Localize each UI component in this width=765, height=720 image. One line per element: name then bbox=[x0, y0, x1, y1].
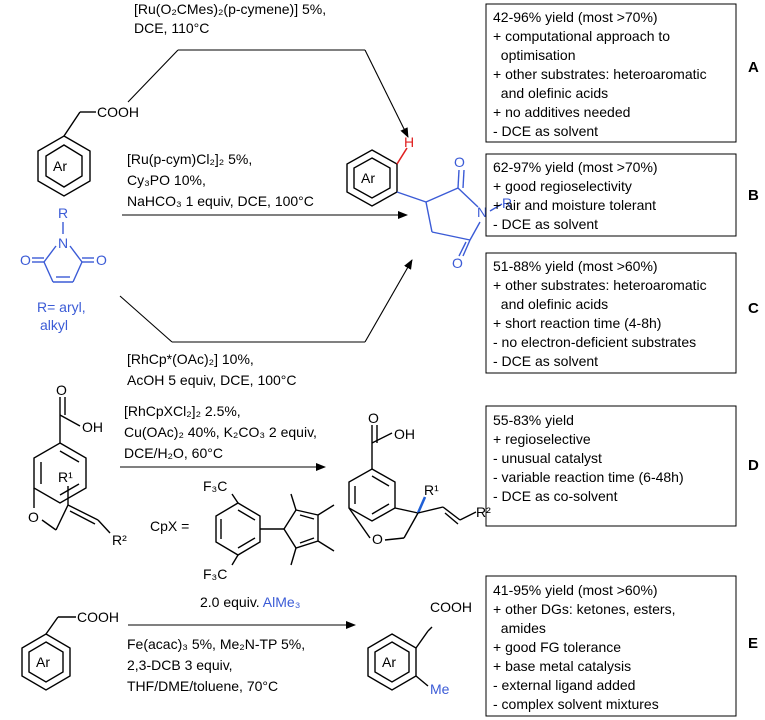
reagent-b-line3: NaHCO₃ 1 equiv, DCE, 100°C bbox=[127, 193, 314, 209]
box-c-line: + short reaction time (4-8h) bbox=[493, 315, 661, 331]
box-b-letter: B bbox=[748, 187, 759, 204]
maleimide-o-right: O bbox=[96, 252, 107, 268]
box-a-line: optimisation bbox=[493, 47, 575, 63]
arrow-a bbox=[364, 49, 409, 138]
box-b-line: + good regioselectivity bbox=[493, 178, 632, 194]
box-d-line: - unusual catalyst bbox=[493, 450, 602, 466]
box-e-line: - complex solvent mixtures bbox=[493, 696, 659, 712]
box-e-line: - external ligand added bbox=[493, 677, 635, 693]
reagent-b-line1: [Ru(p-cym)Cl₂]₂ 5%, bbox=[127, 151, 252, 167]
maleimide-o-left: O bbox=[20, 252, 31, 268]
box-a-line: 42-96% yield (most >70%) bbox=[493, 9, 658, 25]
box-a-line: + no additives needed bbox=[493, 104, 630, 120]
product-d-r2: R² bbox=[476, 504, 491, 520]
box-c: 51-88% yield (most >60%) + other substra… bbox=[485, 252, 759, 374]
box-a-letter: A bbox=[748, 59, 759, 76]
r-definition-line1: R= aryl, bbox=[37, 299, 86, 315]
sm-r2-label: R² bbox=[112, 532, 127, 548]
sm-ether-o: O bbox=[28, 509, 39, 525]
acid-label: COOH bbox=[97, 104, 139, 120]
box-e-letter: E bbox=[748, 635, 758, 652]
cf3-top-label: F₃C bbox=[203, 478, 227, 494]
reagent-d-line3: DCE/H₂O, 60°C bbox=[124, 445, 223, 461]
box-c-letter: C bbox=[748, 300, 759, 317]
cpx-ligand-structure: CpX = F₃C F₃C bbox=[150, 478, 335, 582]
box-d-line: 55-83% yield bbox=[493, 412, 574, 428]
box-d-line: + regioselective bbox=[493, 431, 591, 447]
box-d-letter: D bbox=[748, 457, 759, 474]
maleimide-r-label: R bbox=[58, 205, 68, 221]
box-d-line: - variable reaction time (6-48h) bbox=[493, 469, 684, 485]
product-d-oh: OH bbox=[394, 426, 415, 442]
sm-r1-label: R¹ bbox=[58, 469, 73, 485]
box-c-line: - DCE as solvent bbox=[493, 353, 598, 369]
reagent-d-line2: Cu(OAc)₂ 40%, K₂CO₃ 2 equiv, bbox=[124, 424, 317, 440]
product-d-o: O bbox=[368, 410, 379, 426]
product-o-top: O bbox=[454, 154, 465, 170]
e-ar-label: Ar bbox=[36, 654, 50, 670]
e-below-line3: THF/DME/toluene, 70°C bbox=[127, 678, 278, 694]
reagent-a-line1: [Ru(O₂CMes)₂(p-cymene)] 5%, bbox=[134, 1, 326, 17]
succinimide-product-structure: H Ar O N R O bbox=[346, 134, 512, 271]
product-n-label: N bbox=[477, 204, 487, 220]
box-e-line: 41-95% yield (most >60%) bbox=[493, 582, 658, 598]
benzoic-acid-e-structure: COOH Ar bbox=[21, 609, 119, 691]
maleimide-structure: R N O O R= aryl, alkyl bbox=[20, 205, 107, 333]
box-c-line: + other substrates: heteroaromatic bbox=[493, 277, 707, 293]
arrow-c bbox=[364, 259, 413, 343]
box-b: 62-97% yield (most >70%) + good regiosel… bbox=[485, 153, 759, 237]
e-product-acid: COOH bbox=[430, 599, 472, 615]
box-a: 42-96% yield (most >70%) + computational… bbox=[485, 3, 759, 143]
box-c-line: and olefinic acids bbox=[493, 296, 608, 312]
box-c-line: - no electron-deficient substrates bbox=[493, 334, 696, 350]
e-above-arrow: 2.0 equiv. AlMe₃ bbox=[200, 594, 300, 610]
e-below-line1: Fe(acac)₃ 5%, Me₂N-TP 5%, bbox=[127, 636, 305, 652]
box-e: 41-95% yield (most >60%) + other DGs: ke… bbox=[485, 575, 758, 717]
sm-o-label: O bbox=[56, 382, 67, 398]
ether-acid-structure: O OH O R¹ R² bbox=[28, 382, 127, 548]
box-c-line: 51-88% yield (most >60%) bbox=[493, 258, 658, 274]
reagent-b-line2: Cy₃PO 10%, bbox=[127, 172, 206, 188]
r-definition-line2: alkyl bbox=[40, 317, 68, 333]
product-ar-label: Ar bbox=[361, 170, 375, 186]
reagent-c-line1: [RhCp*(OAc)₂] 10%, bbox=[127, 351, 254, 367]
e-acid-label: COOH bbox=[77, 609, 119, 625]
product-o-bottom: O bbox=[452, 255, 463, 271]
methylated-product-structure: COOH Me Ar bbox=[367, 599, 472, 697]
box-a-line: + computational approach to bbox=[493, 28, 670, 44]
cf3-bottom-label: F₃C bbox=[203, 566, 227, 582]
box-d-line: - DCE as co-solvent bbox=[493, 488, 618, 504]
maleimide-n-label: N bbox=[58, 235, 68, 251]
product-d-r1: R¹ bbox=[424, 482, 439, 498]
benzoic-acid-structure: COOH Ar bbox=[37, 104, 139, 197]
box-a-line: + other substrates: heteroaromatic bbox=[493, 66, 707, 82]
cpx-label: CpX = bbox=[150, 518, 189, 534]
box-e-line: + other DGs: ketones, esters, bbox=[493, 601, 675, 617]
box-b-line: - DCE as solvent bbox=[493, 216, 598, 232]
product-d-ring-o: O bbox=[372, 531, 383, 547]
box-b-line: 62-97% yield (most >70%) bbox=[493, 159, 658, 175]
dihydrobenzofuran-product-structure: O OH O R¹ R² bbox=[348, 410, 491, 547]
box-a-line: - DCE as solvent bbox=[493, 123, 598, 139]
reagent-d-line1: [RhCpXCl₂]₂ 2.5%, bbox=[124, 403, 241, 419]
box-b-line: + air and moisture tolerant bbox=[493, 197, 656, 213]
e-below-line2: 2,3-DCB 3 equiv, bbox=[127, 657, 233, 673]
product-r-label: R bbox=[502, 195, 512, 211]
reagent-c-line2: AcOH 5 equiv, DCE, 100°C bbox=[127, 372, 297, 388]
box-e-line: + good FG tolerance bbox=[493, 639, 621, 655]
product-h-label: H bbox=[404, 134, 414, 150]
reagent-a-line2: DCE, 110°C bbox=[134, 20, 209, 36]
e-product-me: Me bbox=[430, 681, 450, 697]
box-a-line: and olefinic acids bbox=[493, 85, 608, 101]
box-e-line: amides bbox=[493, 620, 546, 636]
box-e-line: + base metal catalysis bbox=[493, 658, 631, 674]
ar-label: Ar bbox=[53, 158, 67, 174]
e-product-ar: Ar bbox=[382, 654, 396, 670]
sm-oh-label: OH bbox=[82, 419, 103, 435]
box-d: 55-83% yield + regioselective - unusual … bbox=[485, 405, 759, 527]
